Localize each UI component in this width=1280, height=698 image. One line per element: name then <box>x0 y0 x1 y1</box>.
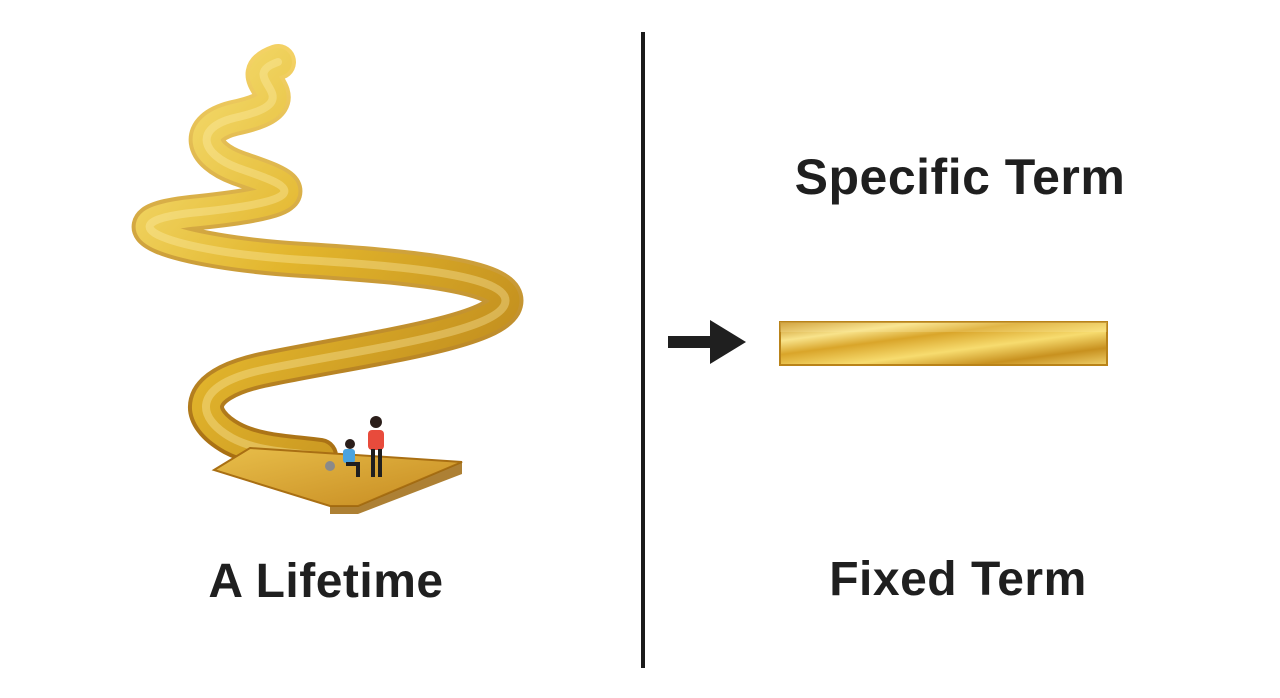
winding-golden-road-icon <box>131 44 523 514</box>
straight-golden-bar-icon <box>779 321 1108 366</box>
two-people-icon <box>325 416 384 477</box>
lifetime-label: A Lifetime <box>208 555 444 608</box>
fixed-term-label: Fixed Term <box>829 553 1087 606</box>
right-arrow-icon <box>668 320 746 364</box>
specific-term-label: Specific Term <box>794 149 1126 205</box>
